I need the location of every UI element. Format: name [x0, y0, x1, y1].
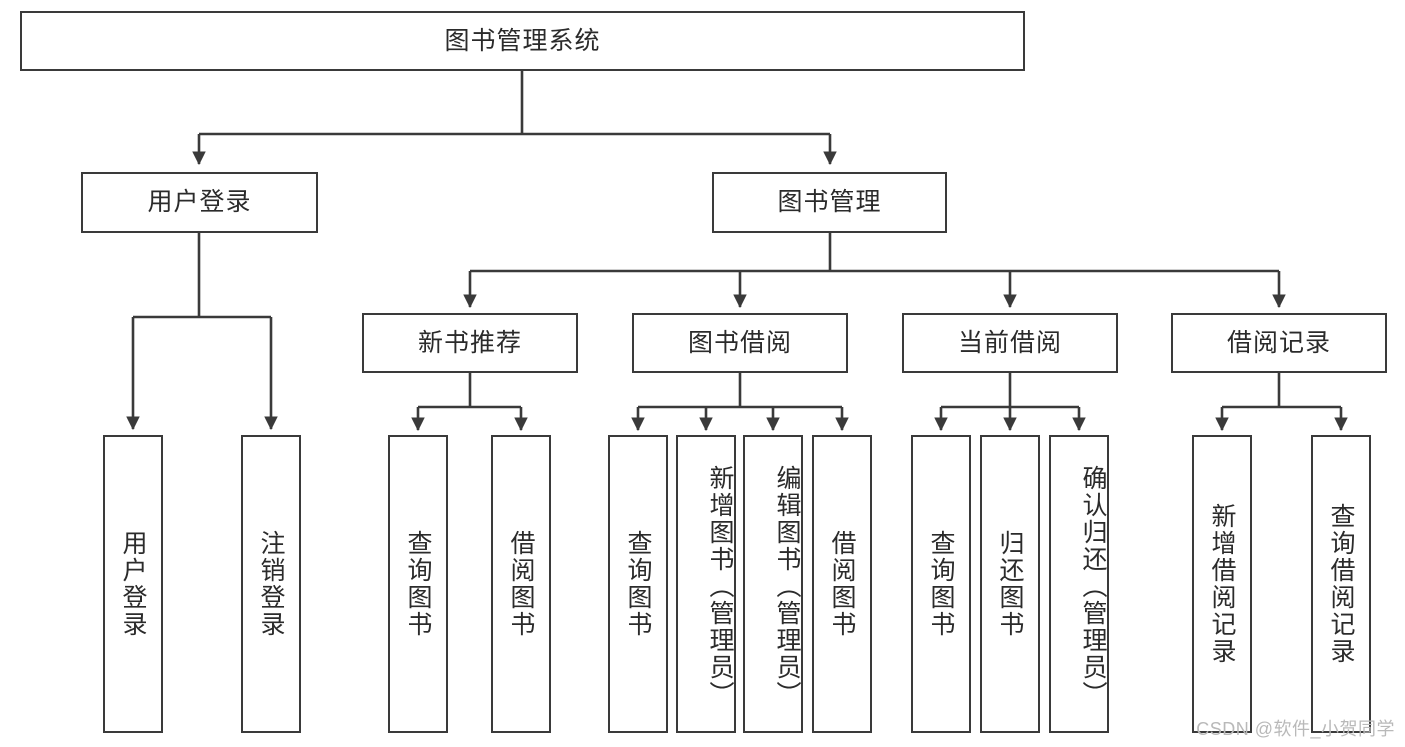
leaf-current-borrow-confirm-return-admin[interactable]: 确认归还（管理员）	[1049, 435, 1109, 733]
node-root-system[interactable]: 图书管理系统	[20, 11, 1025, 71]
leaf-book-borrow-query-book[interactable]: 查询图书	[608, 435, 668, 733]
leaf-book-borrow-edit-book-admin[interactable]: 编辑图书（管理员）	[743, 435, 803, 733]
leaf-new-book-borrow-book[interactable]: 借阅图书	[491, 435, 551, 733]
node-user-login[interactable]: 用户登录	[81, 172, 318, 233]
leaf-borrow-record-add-record[interactable]: 新增借阅记录	[1192, 435, 1252, 733]
node-borrow-record[interactable]: 借阅记录	[1171, 313, 1387, 373]
leaf-user-login-login[interactable]: 用户登录	[103, 435, 163, 733]
leaf-book-borrow-add-book-admin[interactable]: 新增图书（管理员）	[676, 435, 736, 733]
node-current-borrow[interactable]: 当前借阅	[902, 313, 1118, 373]
node-book-borrow[interactable]: 图书借阅	[632, 313, 848, 373]
leaf-current-borrow-query-book[interactable]: 查询图书	[911, 435, 971, 733]
node-book-management[interactable]: 图书管理	[712, 172, 947, 233]
watermark-text: CSDN @软件_小贺同学	[1196, 719, 1395, 739]
leaf-user-login-logout[interactable]: 注销登录	[241, 435, 301, 733]
leaf-book-borrow-borrow-book[interactable]: 借阅图书	[812, 435, 872, 733]
leaf-new-book-query-book[interactable]: 查询图书	[388, 435, 448, 733]
leaf-borrow-record-query-record[interactable]: 查询借阅记录	[1311, 435, 1371, 733]
leaf-current-borrow-return-book[interactable]: 归还图书	[980, 435, 1040, 733]
node-new-book-recommend[interactable]: 新书推荐	[362, 313, 578, 373]
